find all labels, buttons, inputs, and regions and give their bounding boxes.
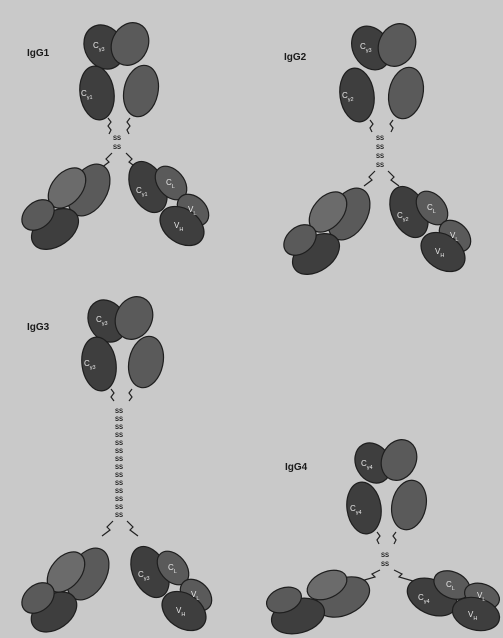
igg3-ss-1: SS — [115, 409, 123, 415]
igg3-molecule: SS SS SS SS SS SS SS SS SS SS SS SS SS S… — [16, 290, 218, 638]
igg4-ss-2: SS — [381, 562, 389, 568]
igg1-ss-1: SS — [113, 136, 121, 142]
igg3-ss-11: SS — [115, 489, 123, 495]
igg4-ss-1: SS — [381, 553, 389, 559]
igg2-hinge-arm-left — [364, 171, 375, 186]
igg1-molecule: SS SS Cγ3 Cγ1 Cγ1 CL VL VH — [16, 16, 215, 257]
igg3-hinge-right — [129, 389, 132, 401]
igg4-hinge-right — [393, 532, 396, 544]
igg4-molecule: SS SS Cγ4 Cγ4 Cγ4 CL VL VH — [263, 434, 503, 638]
igg3-ss-4: SS — [115, 433, 123, 439]
igg3-ss-10: SS — [115, 481, 123, 487]
igg3-hinge-arm-left — [102, 521, 113, 536]
igg2-ss-3: SS — [376, 154, 384, 160]
igg3-ss-12: SS — [115, 497, 123, 503]
igg2-ss-1: SS — [376, 136, 384, 142]
igg2-ss-2: SS — [376, 145, 384, 151]
igg3-ss-14: SS — [115, 513, 123, 519]
igg3-ss-5: SS — [115, 441, 123, 447]
igg2-hinge-arm-right — [388, 171, 399, 186]
igg3-ss-13: SS — [115, 505, 123, 511]
igg2-ch2-right — [384, 64, 428, 122]
igg3-hinge-left — [111, 389, 114, 401]
igg2-hinge-right — [390, 120, 393, 132]
igg3-ss-8: SS — [115, 465, 123, 471]
igg2-ss-4: SS — [376, 163, 384, 169]
igg3-ch2-right — [124, 333, 168, 391]
igg2-hinge-left — [370, 120, 373, 132]
igg1-ch2-right — [119, 62, 163, 120]
igg2-molecule: SS SS SS SS Cγ3 Cγ2 Cγ2 CL VL VH — [278, 17, 477, 282]
igg3-ss-6: SS — [115, 449, 123, 455]
igg3-ss-9: SS — [115, 473, 123, 479]
igg4-ch2-right — [387, 477, 431, 533]
igg3-ss-7: SS — [115, 457, 123, 463]
igg1-hinge-left — [108, 118, 111, 134]
igg1-hinge-right — [127, 118, 130, 134]
igg4-hinge-arm-right — [394, 570, 413, 581]
igg3-ss-3: SS — [115, 425, 123, 431]
igg3-hinge-arm-right — [127, 521, 138, 536]
igg4-hinge-left — [377, 532, 380, 544]
igg1-ss-2: SS — [113, 145, 121, 151]
igg3-ss-2: SS — [115, 417, 123, 423]
